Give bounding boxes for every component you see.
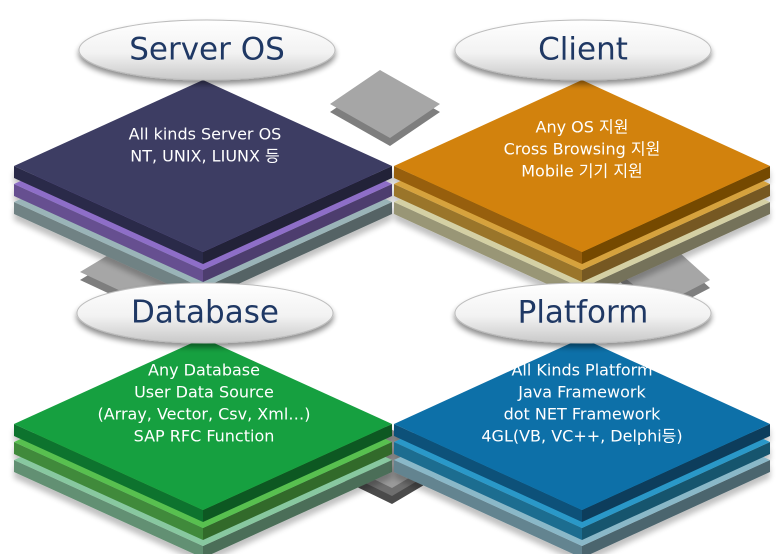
quadrant-text-line: dot NET Framework bbox=[504, 405, 662, 424]
quadrant-text-line: All kinds Server OS bbox=[129, 125, 282, 144]
title-oval-shape bbox=[454, 19, 712, 81]
slab-side-right bbox=[582, 166, 770, 264]
slab-side-right bbox=[582, 460, 770, 554]
slab-side-right bbox=[582, 202, 770, 300]
quadrant-text-line: (Array, Vector, Csv, Xml…) bbox=[97, 405, 310, 424]
quadrant-text-line: Mobile 기기 지원 bbox=[521, 162, 643, 181]
slab-side-right bbox=[203, 442, 392, 540]
quadrant-text-line: Any OS 지원 bbox=[536, 118, 629, 137]
title-oval-server-os: Server OS bbox=[78, 19, 336, 81]
title-oval-shape bbox=[76, 282, 334, 344]
slab-side-right bbox=[582, 184, 770, 282]
title-oval-shape bbox=[78, 19, 336, 81]
slab-layer-1 bbox=[14, 80, 392, 264]
quadrant-text-line: User Data Source bbox=[134, 383, 274, 402]
slab-layer-1 bbox=[14, 338, 392, 522]
slab-side-right bbox=[203, 202, 392, 300]
title-oval-database: Database bbox=[76, 282, 334, 344]
slab-side-left bbox=[14, 202, 203, 300]
quadrant-text-line: Any Database bbox=[148, 361, 260, 380]
slab-side-right bbox=[582, 442, 770, 540]
slab-top bbox=[394, 338, 770, 510]
slab-side-left bbox=[14, 184, 203, 282]
slab-side-right bbox=[203, 424, 392, 522]
quadrant-text-line: All Kinds Platform bbox=[511, 361, 652, 380]
quadrant-title: Server OS bbox=[129, 32, 285, 68]
quadrant-text-line: 4GL(VB, VC++, Delphi등) bbox=[481, 427, 682, 446]
quadrant-title: Database bbox=[131, 295, 279, 331]
quadrant-text-line: Cross Browsing 지원 bbox=[504, 140, 661, 159]
slab-side-right bbox=[203, 460, 392, 554]
slab-side-left bbox=[14, 460, 203, 554]
slab-side-left bbox=[14, 442, 203, 540]
quadrant-text-line: NT, UNIX, LIUNX 등 bbox=[130, 147, 280, 166]
slab-side-left bbox=[394, 184, 582, 282]
title-oval-shape bbox=[454, 282, 712, 344]
slab-side-left bbox=[394, 460, 582, 554]
slab-side-right bbox=[582, 424, 770, 522]
title-oval-client: Client bbox=[454, 19, 712, 81]
slab-side-left bbox=[394, 424, 582, 522]
slab-side-left bbox=[394, 442, 582, 540]
quadrant-client: Any OS 지원 Cross Browsing 지원 Mobile 기기 지원 bbox=[394, 80, 770, 300]
quadrant-layer: All kinds Server OS NT, UNIX, LIUNX 등 Serv… bbox=[14, 19, 770, 554]
slab-top bbox=[14, 80, 392, 252]
slab-top bbox=[14, 338, 392, 510]
slab-side-left bbox=[14, 166, 203, 264]
quadrant-title: Platform bbox=[518, 295, 649, 331]
slab-side-left bbox=[14, 424, 203, 522]
slab-side-right bbox=[203, 166, 392, 264]
slab-layer-1 bbox=[394, 338, 770, 522]
connector-top bbox=[330, 70, 440, 146]
quadrant-server-os: All kinds Server OS NT, UNIX, LIUNX 등 bbox=[14, 80, 392, 300]
slab-top bbox=[394, 80, 770, 252]
slab-side-right bbox=[203, 184, 392, 282]
quadrant-text-line: Java Framework bbox=[517, 383, 646, 402]
slab-side-left bbox=[394, 202, 582, 300]
slab-side-left bbox=[394, 166, 582, 264]
quadrant-text-line: SAP RFC Function bbox=[134, 427, 275, 446]
quadrant-title: Client bbox=[538, 32, 628, 68]
title-oval-platform: Platform bbox=[454, 282, 712, 344]
slab-layer-1 bbox=[394, 80, 770, 264]
